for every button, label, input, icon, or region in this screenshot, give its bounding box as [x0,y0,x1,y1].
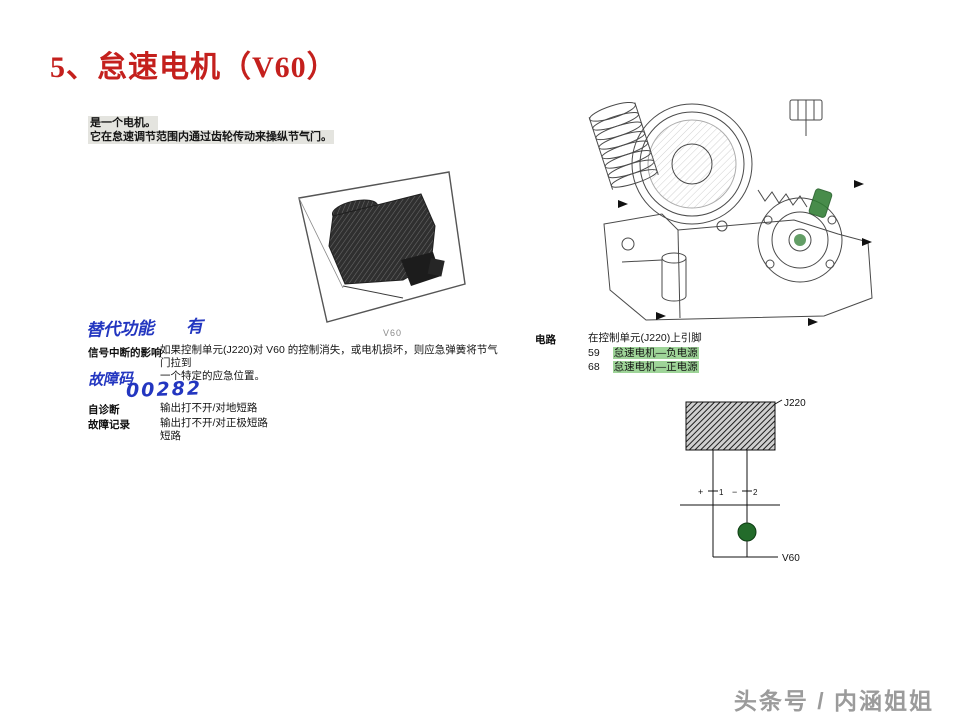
terminal-2-label: 2 [753,488,758,497]
fault-record-value: 输出打不开/对正极短路 短路 [160,417,268,443]
callout-marker [808,318,818,326]
fault-record-label: 故障记录 [88,419,130,431]
handwritten-fault-code-value: 00282 [125,377,203,402]
pin-description: 怠速电机—负电源 [612,347,699,359]
page-title: 5、怠速电机（V60） [50,51,338,84]
callout-marker [862,238,872,246]
intro-line-2: 它在怠速调节范围内通过齿轮传动来操纵节气门。 [88,130,334,144]
intro-line-1: 是一个电机。 [88,116,334,130]
idle-motor-illustration [298,171,466,323]
motor-caption: V60 [383,328,403,338]
callout-marker [656,312,666,320]
circuit-heading: 在控制单元(J220)上引脚 [588,332,702,344]
idle-motor-highlight [808,188,833,218]
circuit-section-label: 电路 [535,334,556,346]
self-diagnosis-label: 自诊断 [88,404,120,416]
intro-line-1-text: 是一个电机。 [88,116,158,130]
pin-row-59: 59 怠速电机—负电源 [588,347,699,360]
watermark: 头条号 / 内涵姐姐 [733,688,934,714]
signal-loss-line-1: 如果控制单元(J220)对 V60 的控制消失，或电机损坏，则应急弹簧将节气门拉… [160,344,498,369]
pin-number: 68 [588,361,600,373]
self-diagnosis-value: 输出打不开/对地短路 [160,402,258,414]
signal-loss-line-2: 一个特定的应急位置。 [160,370,265,382]
fault-record-line-1: 输出打不开/对正极短路 [160,417,268,429]
terminal-1-label: 1 [719,488,724,497]
component-label: V60 [782,553,800,564]
signal-loss-label: 信号中断的影响 [88,347,162,359]
motor-symbol [737,522,757,542]
pin-number: 59 [588,347,600,359]
circuit-diagram: J220 + 1 − 2 V60 [680,398,806,564]
pin-row-68: 68 怠速电机—正电源 [588,361,699,374]
handwritten-substitute-function: 替代功能 有 [86,312,204,341]
cylinder [661,252,687,264]
gear-housing [757,197,843,283]
callout-marker [854,180,864,188]
throttle-body-drawing [588,99,873,326]
terminal-plus-sign: + [698,487,703,497]
illustration-frame [298,171,466,323]
return-spring [757,189,808,208]
handwritten-substitute-function-value: 有 [185,316,204,338]
bellows [588,101,659,190]
callout-marker [618,200,628,208]
terminal-minus-sign: − [732,487,737,497]
control-unit-box [685,401,776,451]
pin-description: 怠速电机—正电源 [612,361,699,373]
handwritten-substitute-function-label: 替代功能 [85,318,155,341]
fault-record-line-2: 短路 [160,430,181,442]
control-unit-label: J220 [784,398,806,409]
intro-text: 是一个电机。 它在怠速调节范围内通过齿轮传动来操纵节气门。 [88,116,334,144]
intro-line-2-text: 它在怠速调节范围内通过齿轮传动来操纵节气门。 [88,130,334,144]
throttle-bore [631,103,753,225]
signal-loss-text: 如果控制单元(J220)对 V60 的控制消失，或电机损坏，则应急弹簧将节气门拉… [160,344,505,383]
